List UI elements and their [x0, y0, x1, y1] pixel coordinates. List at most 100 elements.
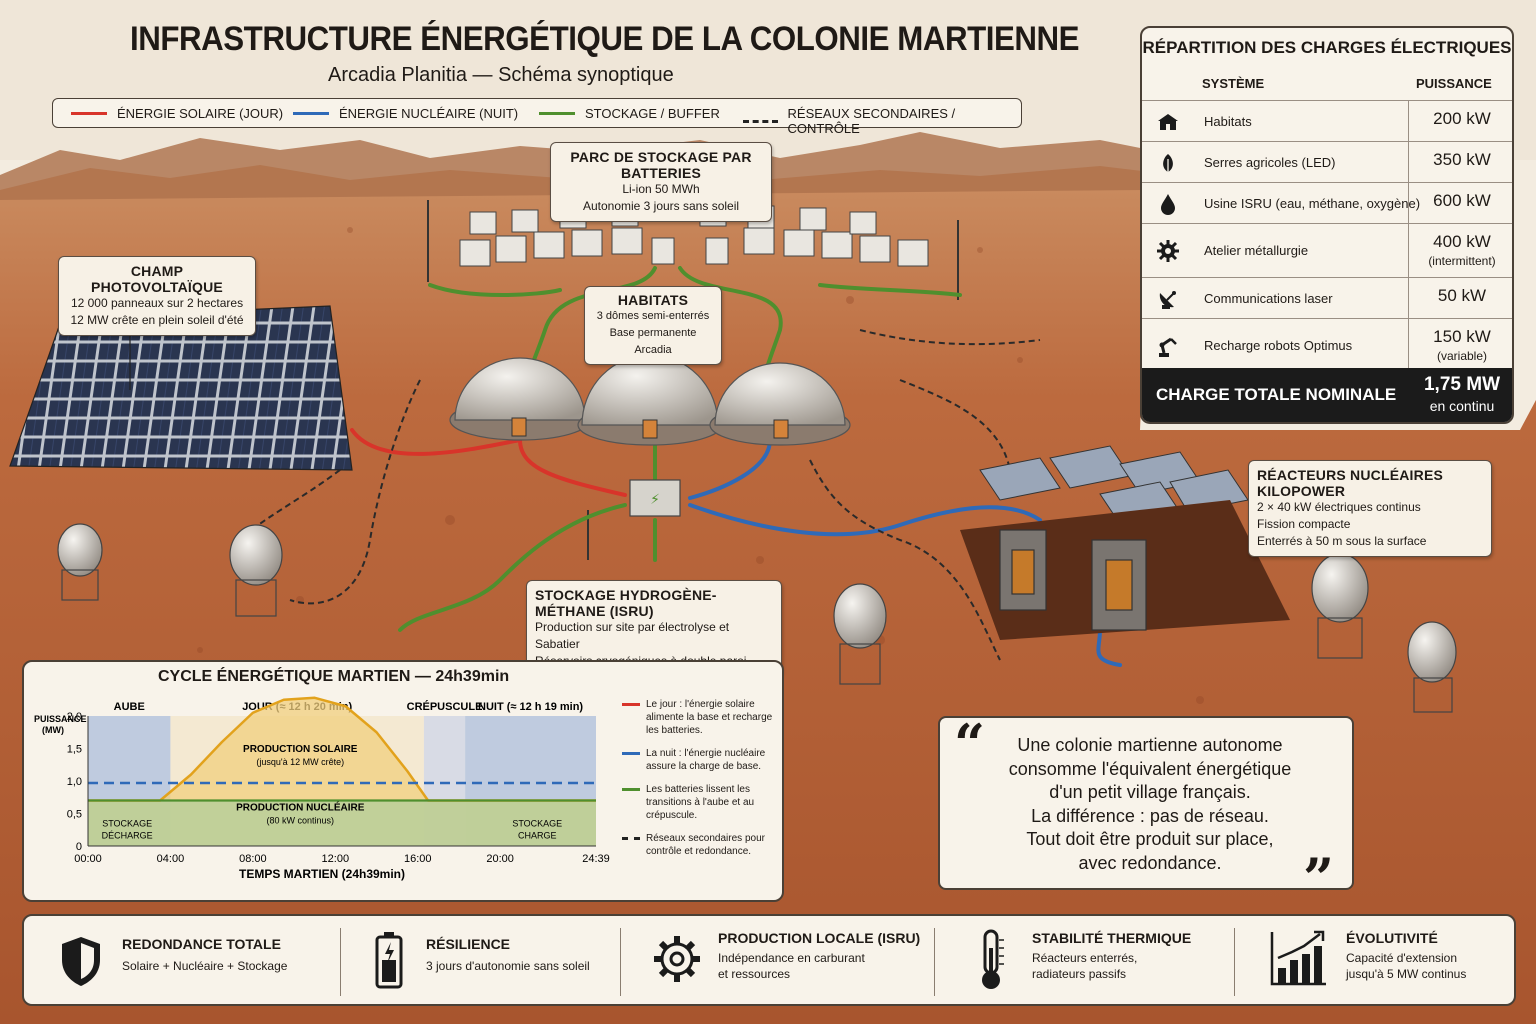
legend-label: RÉSEAUX SECONDAIRES / CONTRÔLE: [787, 106, 956, 136]
feature-local-production: PRODUCTION LOCALE (ISRU) Indépendance en…: [620, 916, 934, 1008]
page-subtitle: Arcadia Planitia — Schéma synoptique: [328, 64, 674, 86]
growth-chart-icon: [1270, 930, 1326, 986]
feature-scalability: ÉVOLUTIVITÉ Capacité d'extension jusqu'à…: [1234, 916, 1514, 1008]
cycle-note-text: Réseaux secondaires pour contrôle et red…: [646, 833, 765, 857]
callout-batteries: PARC DE STOCKAGE PAR BATTERIES Li-ion 50…: [550, 142, 772, 222]
callout-title: PARC DE STOCKAGE PAR BATTERIES: [570, 149, 752, 181]
energy-legend: ÉNERGIE SOLAIRE (JOUR) ÉNERGIE NUCLÉAIRE…: [52, 98, 1022, 136]
legend-storage-swatch: [539, 112, 575, 115]
legend-item-nuclear: ÉNERGIE NUCLÉAIRE (NUIT): [293, 106, 518, 121]
callout-title: STOCKAGE HYDROGÈNE-MÉTHANE (ISRU): [535, 587, 717, 619]
legend-item-solar: ÉNERGIE SOLAIRE (JOUR): [71, 106, 283, 121]
charge-label: STOCKAGE: [512, 819, 562, 829]
callout-line: Base permanente Arcadia: [609, 327, 697, 356]
legend-label: STOCKAGE / BUFFER: [585, 106, 720, 121]
feature-line: Réacteurs enterrés,: [1032, 951, 1138, 965]
quote-close-mark: ”: [1302, 846, 1334, 910]
column-header-system: SYSTÈME: [1202, 76, 1265, 91]
discharge-label: STOCKAGE: [102, 819, 152, 829]
callout-title: RÉACTEURS NUCLÉAIRES KILOPOWER: [1257, 467, 1444, 499]
thermometer-icon: [982, 929, 1004, 989]
feature-line: et ressources: [718, 967, 791, 981]
callout-line: 2 × 40 kW électriques continus: [1257, 500, 1421, 514]
x-tick-label: 00:00: [74, 853, 102, 865]
feature-line: radiateurs passifs: [1032, 967, 1127, 981]
quote-line: Tout doit être produit sur place,: [1026, 829, 1274, 849]
x-axis-label: TEMPS MARTIEN (24h39min): [239, 867, 405, 881]
table-row: Habitats 200 kW: [1142, 100, 1512, 142]
phase-label: NUIT (≈ 12 h 19 min): [478, 701, 583, 713]
y-tick-label: 0,5: [67, 809, 82, 821]
robot-arm-icon: [1159, 337, 1177, 357]
cycle-title: CYCLE ÉNERGÉTIQUE MARTIEN — 24h39min: [158, 668, 510, 685]
x-tick-label: 12:00: [322, 853, 350, 865]
cycle-note-swatch: [622, 837, 640, 840]
features-footer: REDONDANCE TOTALE Solaire + Nucléaire + …: [22, 914, 1516, 1006]
page-title: INFRASTRUCTURE ÉNERGÉTIQUE DE LA COLONIE…: [130, 20, 1080, 58]
table-row: Usine ISRU (eau, méthane, oxygène) 600 k…: [1142, 182, 1512, 224]
callout-title: CHAMP PHOTOVOLTAÏQUE: [91, 263, 223, 295]
system-name: Communications laser: [1204, 291, 1333, 306]
battery-icon: [375, 932, 403, 989]
legend-nuclear-swatch: [293, 112, 329, 115]
energy-cycle-panel: CYCLE ÉNERGÉTIQUE MARTIEN — 24h39min AUB…: [22, 660, 784, 902]
x-tick-label: 24:39: [582, 853, 610, 865]
total-load-label: CHARGE TOTALE NOMINALE: [1156, 385, 1397, 404]
system-power: 150 kW(variable): [1433, 327, 1491, 363]
solar-note: (jusqu'à 12 MW crête): [256, 757, 344, 767]
feature-title: PRODUCTION LOCALE (ISRU): [718, 930, 921, 946]
quote-line: La différence : pas de réseau.: [1031, 805, 1269, 826]
shield-icon: [62, 937, 100, 986]
callout-line: 12 MW crête en plein soleil d'été: [70, 313, 244, 327]
callout-title: HABITATS: [617, 292, 689, 308]
table-row: Communications laser 50 kW: [1142, 277, 1512, 319]
callout-line: 3 dômes semi-enterrés: [596, 310, 710, 322]
legend-label: ÉNERGIE NUCLÉAIRE (NUIT): [339, 106, 519, 121]
nuclear-label: PRODUCTION NUCLÉAIRE: [236, 800, 365, 813]
callout-line: Fission compacte: [1257, 517, 1351, 531]
leaf-icon: [1163, 154, 1173, 173]
house-icon: [1158, 114, 1178, 130]
column-header-power: PUISSANCE: [1416, 76, 1492, 91]
solar-label: PRODUCTION SOLAIRE: [243, 744, 358, 755]
feature-resilience: RÉSILIENCE 3 jours d'autonomie sans sole…: [340, 916, 620, 1008]
callout-line: Enterrés à 50 m sous la surface: [1257, 534, 1427, 548]
cycle-note-swatch: [622, 788, 640, 791]
system-power: 350 kW: [1433, 150, 1491, 169]
discharge-label: DÉCHARGE: [102, 831, 153, 841]
gear-icon: [654, 936, 700, 982]
x-tick-label: 20:00: [486, 853, 514, 865]
table-row: Atelier métallurgie 400 kW(intermittent): [1142, 223, 1512, 278]
feature-title: STABILITÉ THERMIQUE: [1032, 930, 1192, 946]
cycle-note-swatch: [622, 752, 640, 755]
phase-label: AUBE: [114, 701, 145, 713]
total-load-value: 1,75 MW: [1423, 374, 1501, 395]
y-tick-label: 1,0: [67, 776, 82, 788]
loads-table-panel: RÉPARTITION DES CHARGES ÉLECTRIQUES SYST…: [1140, 26, 1514, 424]
quote-line: d'un petit village français.: [1049, 782, 1251, 802]
system-name: Recharge robots Optimus: [1204, 338, 1353, 353]
x-tick-label: 16:00: [404, 853, 432, 865]
feature-title: RÉSILIENCE: [426, 936, 511, 952]
legend-solar-swatch: [71, 112, 107, 115]
cycle-note: La nuit : l'énergie nucléaire assure la …: [622, 747, 780, 773]
y-tick-label: 1,5: [67, 744, 82, 756]
quote-text: Une colonie martienne autonome consomme …: [980, 734, 1320, 875]
feature-line: Capacité d'extension: [1346, 951, 1458, 965]
satellite-dish-icon: [1159, 291, 1176, 309]
system-power: 50 kW: [1437, 286, 1487, 305]
legend-item-control: RÉSEAUX SECONDAIRES / CONTRÔLE: [743, 106, 1021, 136]
feature-title: REDONDANCE TOTALE: [122, 936, 281, 952]
total-load-bar: CHARGE TOTALE NOMINALE 1,75 MW en contin…: [1142, 368, 1512, 422]
table-row: Recharge robots Optimus 150 kW(variable): [1142, 318, 1512, 373]
total-load-note: en continu: [1429, 398, 1495, 414]
feature-line: jusqu'à 5 MW continus: [1346, 967, 1467, 981]
cycle-note: Réseaux secondaires pour contrôle et red…: [622, 832, 780, 858]
system-power: 400 kW(intermittent): [1428, 232, 1496, 268]
legend-control-swatch: [743, 119, 778, 123]
callout-reactors: RÉACTEURS NUCLÉAIRES KILOPOWER 2 × 40 kW…: [1248, 460, 1492, 557]
feature-title: ÉVOLUTIVITÉ: [1346, 930, 1438, 946]
x-tick-label: 08:00: [239, 853, 267, 865]
drop-icon: [1161, 194, 1175, 215]
